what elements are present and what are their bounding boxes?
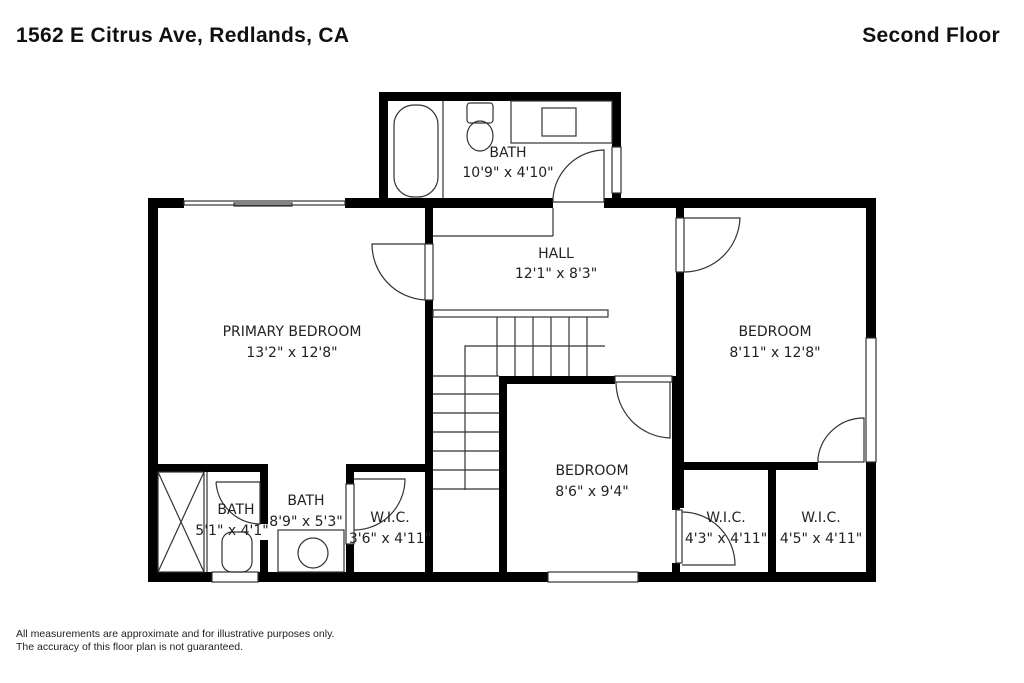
room-name-bath-primary: BATH [287,493,324,509]
disclaimer: All measurements are approximate and for… [16,628,334,654]
room-name-wic-primary: W.I.C. [370,510,410,526]
fixtures [157,100,877,583]
room-name-bedroom-center: BEDROOM [555,463,628,479]
room-dim-bath-primary: 8'9" x 5'3" [269,514,342,530]
room-dim-wic-right: 4'5" x 4'11" [780,531,862,547]
room-name-bath-small: BATH [217,502,254,518]
room-dim-hall: 12'1" x 8'3" [515,266,597,282]
room-dim-bedroom-right: 8'11" x 12'8" [729,345,820,361]
room-dim-wic-center: 4'3" x 4'11" [685,531,767,547]
property-address: 1562 E Citrus Ave, Redlands, CA [16,24,350,47]
room-dim-primary-bedroom: 13'2" x 12'8" [246,345,337,361]
room-dim-bath-small: 5'1" x 4'1" [195,523,268,539]
toilet-icon [466,102,494,124]
room-dim-wic-primary: 3'6" x 4'11" [349,531,431,547]
room-name-wic-center: W.I.C. [706,510,746,526]
room-name-bath-top: BATH [489,145,526,161]
walls [148,92,876,582]
sink-icon [541,107,577,137]
room-name-wic-right: W.I.C. [801,510,841,526]
bathtub-icon [393,104,439,198]
room-labels: BATH 10'9" x 4'10" HALL 12'1" x 8'3" PRI… [195,145,862,547]
disclaimer-line-1: All measurements are approximate and for… [16,628,335,640]
room-name-bedroom-right: BEDROOM [738,324,811,340]
room-name-primary-bedroom: PRIMARY BEDROOM [223,324,362,340]
disclaimer-line-2: The accuracy of this floor plan is not g… [16,641,244,653]
room-dim-bath-top: 10'9" x 4'10" [462,165,553,181]
room-name-hall: HALL [538,246,574,262]
door-swing-icon [552,149,605,203]
sink-icon [297,537,329,569]
room-dim-bedroom-center: 8'6" x 9'4" [555,484,628,500]
floor-label: Second Floor [862,24,1000,47]
